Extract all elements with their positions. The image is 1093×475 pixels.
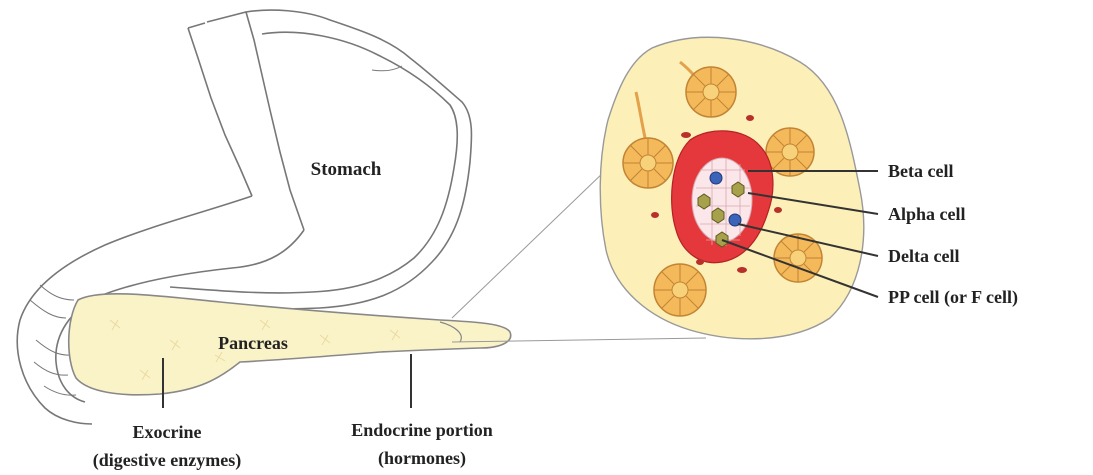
pp-cell — [698, 194, 710, 209]
endocrine-label: Endocrine portion — [351, 420, 493, 440]
acinus-cluster — [654, 264, 706, 316]
stomach-label: Stomach — [311, 159, 382, 180]
exocrine-label: Exocrine — [133, 422, 202, 442]
endocrine-sublabel: (hormones) — [378, 448, 466, 469]
acinus-cluster — [766, 128, 814, 176]
acinus-cluster — [686, 67, 736, 117]
beta-cell-label: Beta cell — [888, 161, 953, 181]
acinus-cluster — [623, 138, 673, 188]
exocrine-sublabel: (digestive enzymes) — [93, 450, 241, 471]
alpha-cell-label: Alpha cell — [888, 204, 966, 224]
pp-cell-label: PP cell (or F cell) — [888, 287, 1018, 308]
pp-cell — [712, 208, 724, 223]
pancreas-shape — [69, 294, 511, 395]
pp-cell — [732, 182, 744, 197]
pancreas-label: Pancreas — [218, 333, 288, 353]
delta-cell-label: Delta cell — [888, 246, 959, 266]
delta-cell — [710, 172, 722, 184]
zoom-line-upper — [452, 170, 606, 318]
pp-cell — [716, 232, 728, 247]
islet-zoom — [600, 37, 864, 339]
